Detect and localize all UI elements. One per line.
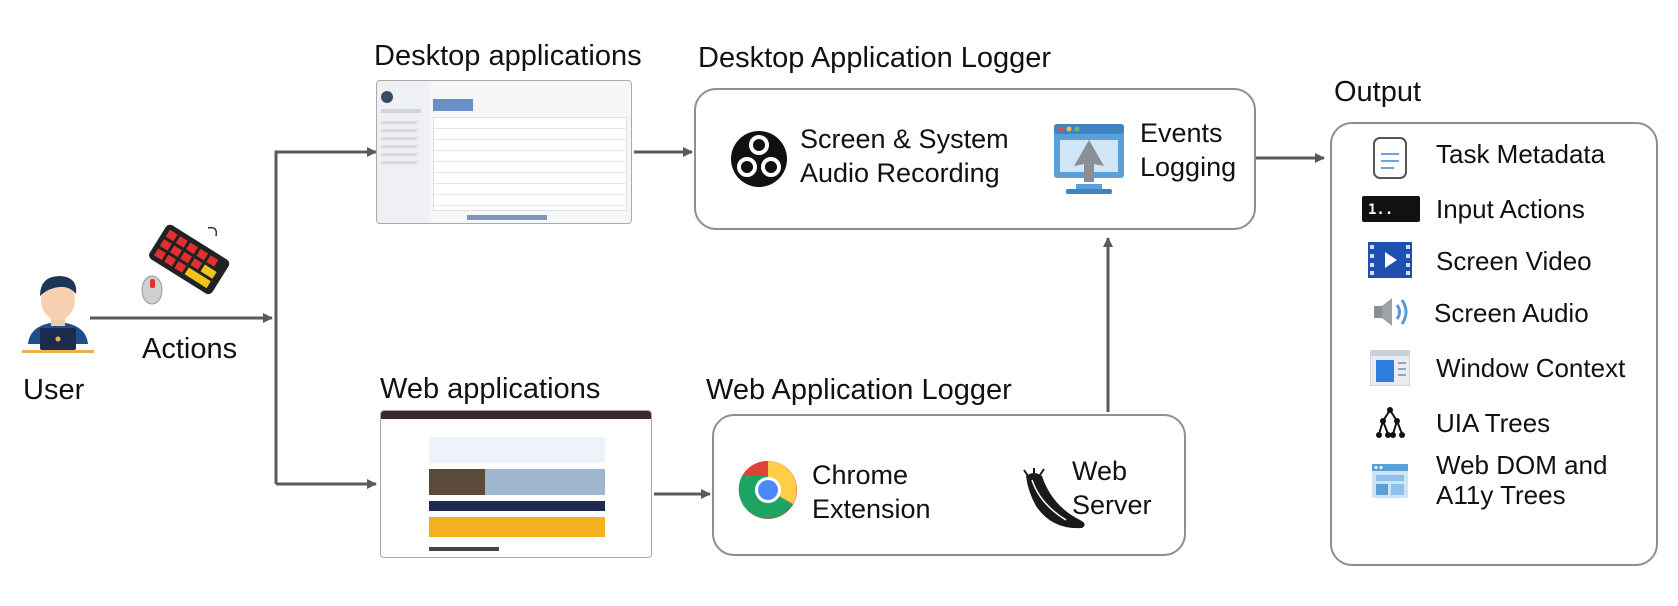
recording-label-line1: Screen & System xyxy=(800,124,1009,154)
user-icon xyxy=(22,276,94,353)
web-app-screenshot xyxy=(380,410,652,558)
output-item-task-metadata: Task Metadata xyxy=(1436,139,1606,169)
events-label-line2: Logging xyxy=(1140,152,1237,182)
document-icon xyxy=(1372,136,1408,180)
output-box: Task Metadata 1.. Input Actions Screen V… xyxy=(1330,122,1658,566)
actions-label: Actions xyxy=(142,333,238,365)
flask-icon xyxy=(1022,466,1092,532)
video-icon xyxy=(1368,242,1412,278)
desktop-apps-title: Desktop applications xyxy=(374,40,642,72)
chrome-label-line1: Chrome xyxy=(812,460,909,490)
chrome-extension-label: Chrome Extension xyxy=(812,458,931,526)
web-dom-line2: A11y Trees xyxy=(1436,480,1566,510)
output-item-screen-video: Screen Video xyxy=(1436,246,1592,276)
web-dom-line1: Web DOM and xyxy=(1436,450,1608,480)
events-logging-icon xyxy=(1052,122,1126,196)
obs-icon xyxy=(730,130,788,188)
web-logger-box: Chrome Extension Web Server xyxy=(712,414,1186,556)
desktop-app-screenshot xyxy=(376,80,632,224)
chrome-icon xyxy=(738,460,798,520)
web-apps-title: Web applications xyxy=(380,373,601,405)
events-label-line1: Events xyxy=(1140,118,1223,148)
to-desktop-apps-arrow xyxy=(274,147,377,484)
keyboard-mouse-illustration xyxy=(138,224,230,308)
events-label: Events Logging xyxy=(1140,116,1236,184)
svg-text:1..: 1.. xyxy=(1368,202,1393,218)
chrome-label-line2: Extension xyxy=(812,494,931,524)
keyboard-icon xyxy=(141,224,230,305)
output-item-window-context: Window Context xyxy=(1436,353,1626,383)
recording-label: Screen & System Audio Recording xyxy=(800,122,1009,190)
input-actions-icon: 1.. xyxy=(1362,196,1420,222)
output-item-uia-trees: UIA Trees xyxy=(1436,408,1551,438)
web-dom-icon xyxy=(1372,464,1408,498)
web-server-label: Web Server xyxy=(1072,454,1152,522)
desktop-logger-box: Screen & System Audio Recording Events L… xyxy=(694,88,1256,230)
tree-icon xyxy=(1374,406,1406,440)
speaker-icon xyxy=(1372,294,1412,330)
desktop-logger-title: Desktop Application Logger xyxy=(698,42,1052,74)
window-icon xyxy=(1369,349,1411,387)
output-item-input-actions: Input Actions xyxy=(1436,194,1585,224)
server-label-line2: Server xyxy=(1072,490,1152,520)
recording-label-line2: Audio Recording xyxy=(800,158,1000,188)
output-title: Output xyxy=(1334,76,1422,108)
server-label-line1: Web xyxy=(1072,456,1128,486)
web-logger-title: Web Application Logger xyxy=(706,374,1012,406)
output-item-screen-audio: Screen Audio xyxy=(1434,298,1589,328)
output-item-web-dom: Web DOM and A11y Trees xyxy=(1436,450,1607,510)
user-avatar xyxy=(18,270,98,362)
user-label: User xyxy=(23,374,85,406)
